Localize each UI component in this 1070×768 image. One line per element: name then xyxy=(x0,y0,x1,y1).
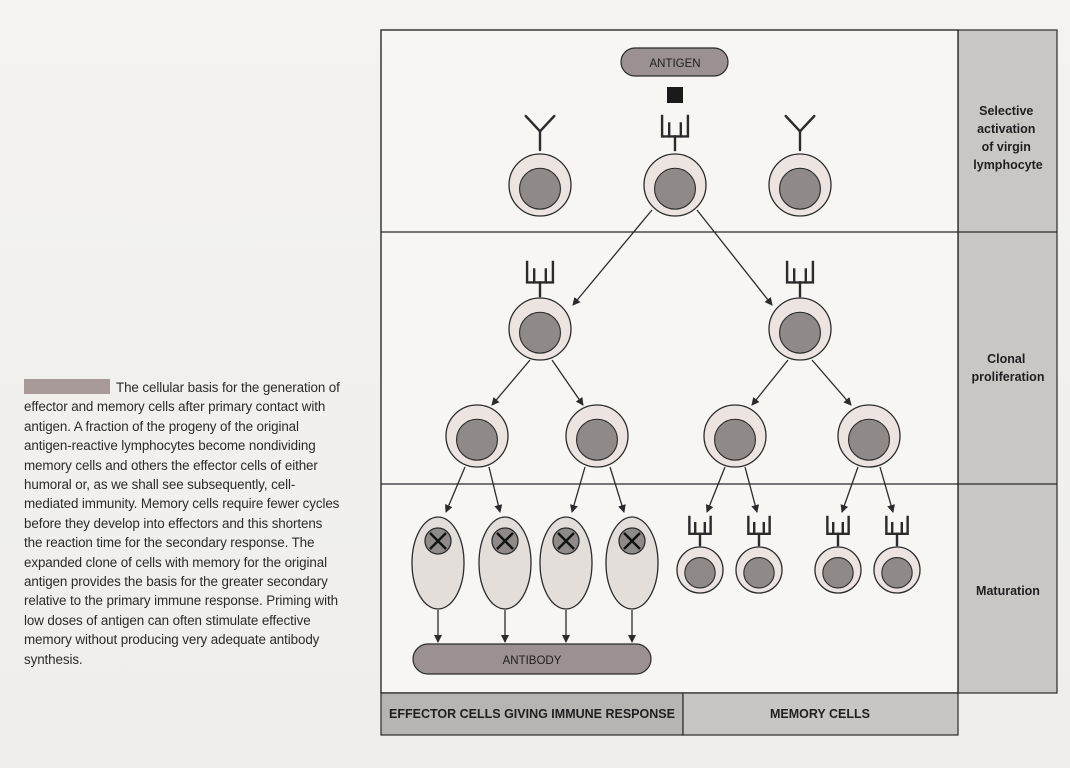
receptor-cup xyxy=(885,515,909,535)
nucleus-cross-b xyxy=(429,532,447,550)
virgin-lymphocyte-right xyxy=(768,153,832,217)
nucleus-cross-b xyxy=(623,532,641,550)
receptor-y-left xyxy=(524,114,556,152)
receptor-y-right xyxy=(784,114,816,152)
receptor-clone-right xyxy=(785,260,815,298)
stage-2-line-2: proliferation xyxy=(972,370,1045,384)
receptor-cup xyxy=(525,260,555,284)
clone-cell-left xyxy=(508,297,572,361)
plasma-cell-3 xyxy=(539,516,593,610)
arrow-plasma-2 xyxy=(488,466,503,513)
figure-caption: The cellular basis for the generation of… xyxy=(24,378,342,669)
receptor-memory-1 xyxy=(688,515,712,547)
receptor-clone-left xyxy=(525,260,555,298)
receptor-memory-3 xyxy=(826,515,850,547)
arrow-plasma-1 xyxy=(445,466,466,513)
arrow-daughter-4 xyxy=(811,359,852,406)
antigen-particle xyxy=(667,87,683,103)
stage-3-line-1: Maturation xyxy=(976,584,1040,598)
memory-cell-2 xyxy=(735,546,783,594)
stage-label-maturation: Maturation xyxy=(976,584,1040,598)
arrow-daughter-2 xyxy=(551,359,584,406)
plasma-cell-4 xyxy=(605,516,659,610)
clone-cell-right xyxy=(768,297,832,361)
cell-nucleus xyxy=(518,311,562,354)
cell-nucleus xyxy=(822,557,854,589)
cell-nucleus xyxy=(713,418,757,461)
receptor-arm-right xyxy=(798,114,816,133)
memory-cell-1 xyxy=(676,546,724,594)
stage-1-line-2: activation xyxy=(977,122,1035,136)
diagram-frame xyxy=(380,29,959,694)
cell-nucleus xyxy=(881,557,913,589)
arrow-memory-1 xyxy=(705,466,726,513)
cell-nucleus xyxy=(778,311,822,354)
cell-nucleus xyxy=(575,418,619,461)
arrow-memory-4 xyxy=(879,466,895,513)
arrow-memory-2 xyxy=(744,466,760,513)
arrows-layer xyxy=(434,209,895,643)
memory-cell-3 xyxy=(814,546,862,594)
cell-nucleus xyxy=(847,418,891,461)
virgin-lymphocyte-left xyxy=(508,153,572,217)
nucleus-cross-b xyxy=(557,532,575,550)
arrow-daughter-1 xyxy=(491,359,531,406)
receptor-memory-4 xyxy=(885,515,909,547)
cell-nucleus xyxy=(778,167,822,210)
memory-cells-box xyxy=(682,692,959,736)
receptor-cup xyxy=(688,515,712,535)
antibody-pill xyxy=(412,643,652,675)
stage-label-clonal-proliferation: Clonal proliferation xyxy=(972,352,1045,384)
antibody-label: ANTIBODY xyxy=(503,655,562,667)
arrow-daughter-3 xyxy=(751,359,789,406)
stage-1-line-1: Selective xyxy=(979,104,1033,118)
daughter-cell-1 xyxy=(445,404,509,468)
stage-2-line-1: Clonal xyxy=(987,352,1025,366)
daughter-cell-2 xyxy=(565,404,629,468)
figure-label-box xyxy=(24,379,110,394)
receptor-cup xyxy=(660,114,690,138)
cell-nucleus xyxy=(684,557,716,589)
cell-nucleus xyxy=(743,557,775,589)
stage-side-panel xyxy=(957,29,1058,694)
plasma-cell-2 xyxy=(478,516,532,610)
stage-1-line-4: lymphocyte xyxy=(973,158,1043,172)
receptor-cup xyxy=(747,515,771,535)
virgin-lymphocyte-activated xyxy=(643,153,707,217)
daughter-cell-3 xyxy=(703,404,767,468)
daughter-cell-4 xyxy=(837,404,901,468)
arrow-to-clone-left xyxy=(572,209,653,306)
receptor-arm-left xyxy=(524,114,542,133)
receptor-arm-right xyxy=(538,114,556,133)
stage-1-line-3: of virgin xyxy=(982,140,1031,154)
cell-nucleus xyxy=(518,167,562,210)
antigen-pill xyxy=(620,47,729,77)
receptor-memory-2 xyxy=(747,515,771,547)
cell-nucleus xyxy=(653,167,697,210)
effector-cells-label: EFFECTOR CELLS GIVING IMMUNE RESPONSE xyxy=(389,707,675,721)
receptor-cup xyxy=(826,515,850,535)
cells-layer xyxy=(411,114,921,610)
antigen-label: ANTIGEN xyxy=(649,58,700,70)
arrow-to-clone-right xyxy=(696,209,773,306)
stage-label-selective-activation: Selective activation of virgin lymphocyt… xyxy=(973,104,1043,172)
arrow-plasma-4 xyxy=(609,466,626,513)
receptor-specific-center xyxy=(660,114,690,152)
receptor-cup xyxy=(785,260,815,284)
memory-cell-4 xyxy=(873,546,921,594)
arrow-plasma-3 xyxy=(570,466,586,513)
nucleus-cross-b xyxy=(496,532,514,550)
plasma-cell-1 xyxy=(411,516,465,610)
receptor-arm-left xyxy=(784,114,802,133)
cell-nucleus xyxy=(455,418,499,461)
arrow-memory-3 xyxy=(840,466,859,513)
memory-cells-label: MEMORY CELLS xyxy=(770,707,870,721)
caption-text: The cellular basis for the generation of… xyxy=(24,380,340,667)
